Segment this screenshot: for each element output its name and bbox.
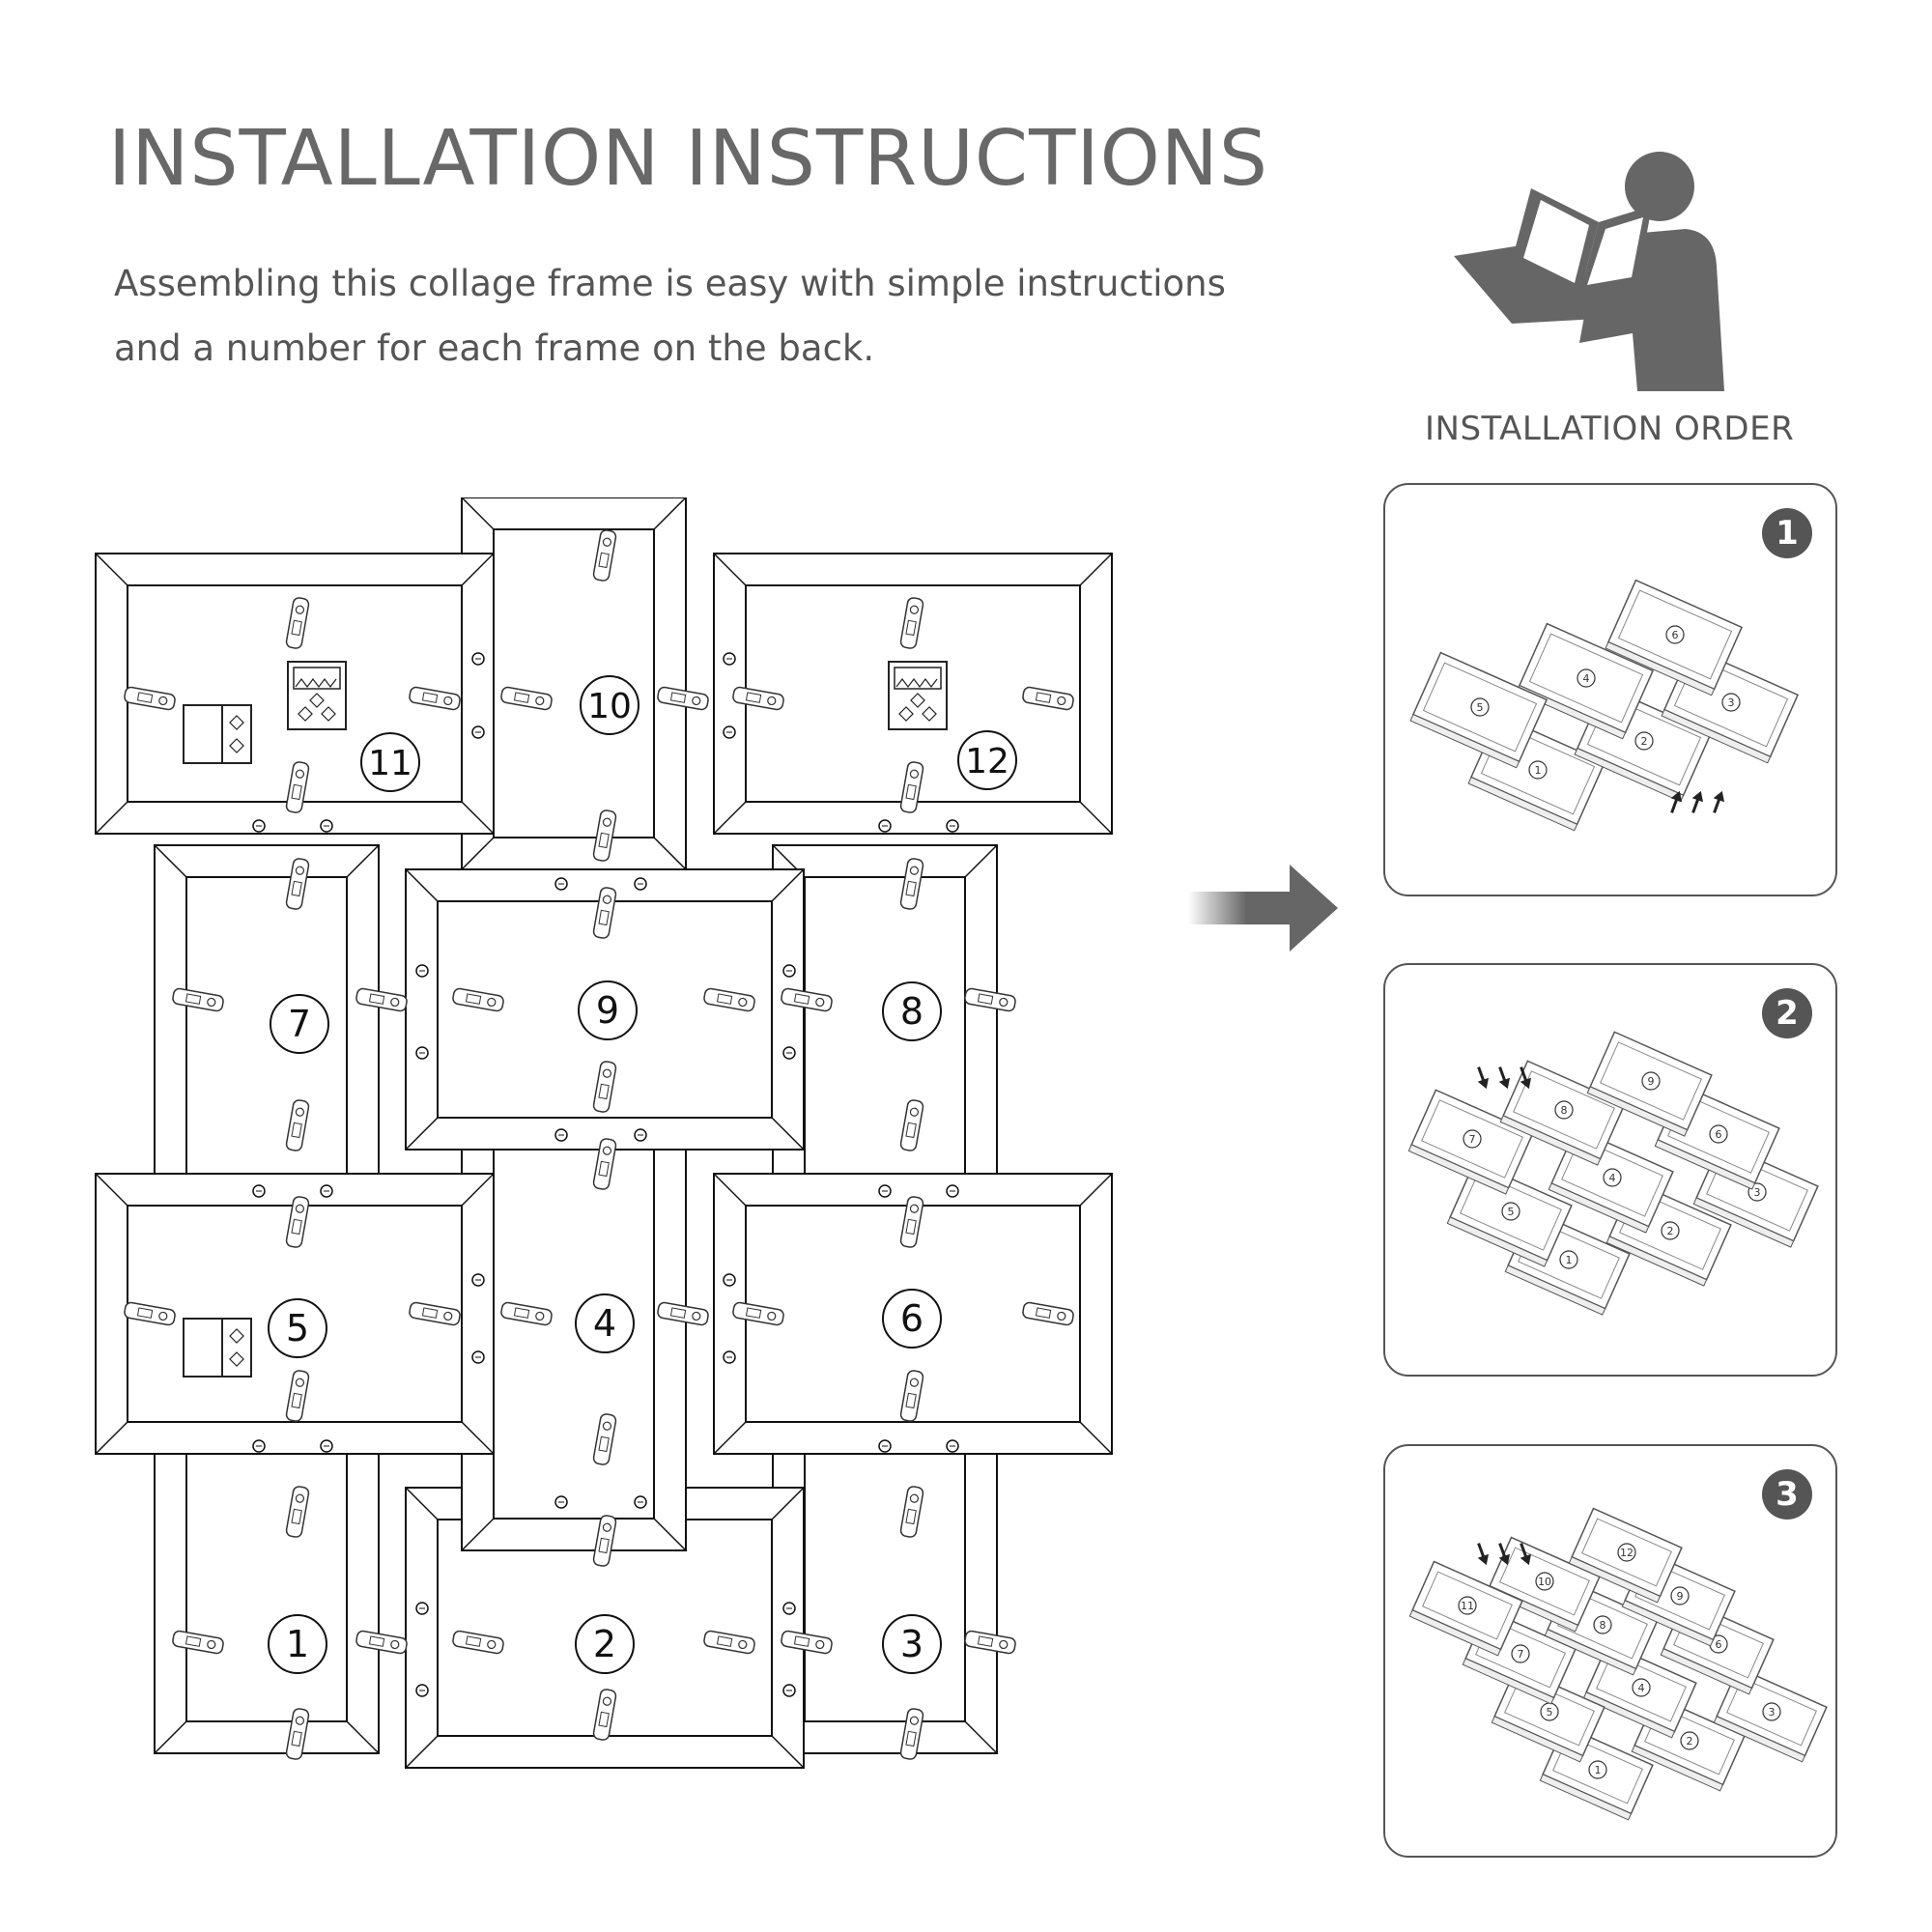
push-arrow-icon	[1520, 1543, 1532, 1566]
step-number-badge: 2	[1762, 988, 1812, 1038]
svg-text:4: 4	[1638, 1682, 1645, 1694]
step-2-illustration: 1 2 3 4 5 6 7 8 9	[1407, 1031, 1819, 1316]
svg-text:4: 4	[1583, 672, 1590, 685]
wall-hanger	[888, 661, 948, 730]
step-panel-1: 1 1 2 3 4 5 6	[1383, 483, 1837, 896]
frame-label-11: 11	[360, 732, 420, 792]
svg-text:7: 7	[1469, 1133, 1476, 1146]
subtitle: Assembling this collage frame is easy wi…	[114, 251, 1226, 381]
screws	[252, 652, 959, 1697]
push-arrow-icon	[1498, 1066, 1511, 1090]
frame-label-6: 6	[882, 1289, 942, 1349]
push-arrow-icon	[1477, 1543, 1490, 1566]
frame-label-2: 2	[575, 1614, 635, 1674]
step-frame-tile: 6	[1605, 579, 1744, 696]
svg-text:5: 5	[1508, 1206, 1515, 1218]
svg-text:1: 1	[1566, 1254, 1573, 1266]
step-number-badge: 1	[1762, 508, 1812, 558]
svg-text:7: 7	[1518, 1648, 1524, 1661]
frame-label-4: 4	[575, 1293, 635, 1353]
frame-10	[461, 497, 687, 870]
step-1-illustration: 1 2 3 4 5 6	[1409, 579, 1800, 832]
frame-number-5: 5	[286, 1307, 309, 1350]
push-arrow-icon	[1670, 790, 1683, 813]
svg-text:3: 3	[1769, 1706, 1776, 1719]
frame-number-4: 4	[593, 1302, 616, 1345]
frame-number-6: 6	[900, 1297, 923, 1340]
svg-text:12: 12	[1620, 1547, 1634, 1559]
svg-text:8: 8	[1600, 1619, 1606, 1632]
svg-text:6: 6	[1716, 1128, 1722, 1141]
frame-label-3: 3	[882, 1614, 942, 1674]
step-frame-tile: 5	[1409, 651, 1548, 769]
svg-text:5: 5	[1547, 1706, 1553, 1719]
step-frame-tile: 5	[1446, 1161, 1573, 1267]
step-frame-tile: 7	[1407, 1089, 1534, 1195]
svg-text:6: 6	[1672, 629, 1679, 641]
frame-number-1: 1	[286, 1623, 309, 1665]
subtitle-line-2: and a number for each frame on the back.	[114, 327, 875, 369]
svg-text:9: 9	[1648, 1075, 1655, 1088]
frame-number-9: 9	[596, 989, 619, 1032]
step-number-badge: 3	[1762, 1469, 1812, 1520]
push-arrow-icon	[1477, 1066, 1490, 1090]
step-frame-tile: 9	[1586, 1031, 1713, 1137]
sawtooth-clips	[124, 529, 1074, 1760]
frame-number-10: 10	[587, 687, 632, 726]
step-frame-tile: 12	[1568, 1507, 1683, 1604]
step-panel-2: 2 1 2 3 4 5 6 7 8 9	[1383, 963, 1837, 1377]
svg-text:9: 9	[1677, 1590, 1684, 1603]
svg-text:8: 8	[1561, 1104, 1568, 1117]
frame-label-5: 5	[268, 1298, 327, 1358]
svg-text:10: 10	[1538, 1576, 1551, 1588]
subtitle-line-1: Assembling this collage frame is easy wi…	[114, 263, 1226, 304]
push-arrow-icon	[1520, 1066, 1532, 1090]
svg-text:11: 11	[1461, 1600, 1474, 1612]
svg-text:3: 3	[1728, 696, 1735, 709]
collage-back-diagram: 1 2 3 4 5 6 7 8 9 10 11 12	[95, 497, 1113, 1769]
frame-label-1: 1	[268, 1614, 327, 1674]
svg-text:6: 6	[1716, 1638, 1722, 1651]
frame-label-7: 7	[270, 994, 329, 1054]
svg-text:1: 1	[1595, 1764, 1602, 1776]
svg-text:2: 2	[1641, 735, 1648, 748]
frame-label-9: 9	[578, 980, 638, 1040]
frame-number-2: 2	[593, 1623, 616, 1665]
svg-text:3: 3	[1754, 1186, 1761, 1199]
step-frame-tile: 11	[1408, 1560, 1523, 1657]
svg-text:1: 1	[1535, 764, 1542, 777]
wall-hanger	[287, 661, 347, 730]
svg-text:2: 2	[1667, 1225, 1674, 1237]
right-arrow-icon	[1188, 865, 1338, 952]
frame-label-10: 10	[580, 675, 639, 735]
installation-order-label: INSTALLATION ORDER	[1425, 410, 1795, 448]
svg-text:4: 4	[1609, 1172, 1616, 1184]
svg-text:2: 2	[1687, 1735, 1693, 1747]
frame-label-12: 12	[957, 730, 1017, 790]
person-reading-manual-icon	[1454, 152, 1724, 391]
frame-number-11: 11	[368, 744, 412, 783]
push-arrow-icon	[1691, 790, 1704, 813]
frame-number-7: 7	[288, 1003, 311, 1045]
frame-number-12: 12	[965, 742, 1009, 781]
frame-number-8: 8	[900, 990, 923, 1033]
frame-number-3: 3	[900, 1623, 923, 1665]
wall-hanger	[183, 1318, 252, 1378]
svg-text:5: 5	[1477, 701, 1484, 714]
wall-hanger	[183, 704, 252, 764]
page-title: INSTALLATION INSTRUCTIONS	[108, 114, 1269, 203]
push-arrow-icon	[1713, 790, 1725, 813]
push-arrow-icon	[1498, 1543, 1511, 1566]
step-frame-tile: 8	[1499, 1060, 1626, 1166]
frame-label-8: 8	[882, 981, 942, 1041]
frame-number-labels: 1 2 3 4 5 6 7 8 9 10 11 12	[268, 675, 1017, 1674]
